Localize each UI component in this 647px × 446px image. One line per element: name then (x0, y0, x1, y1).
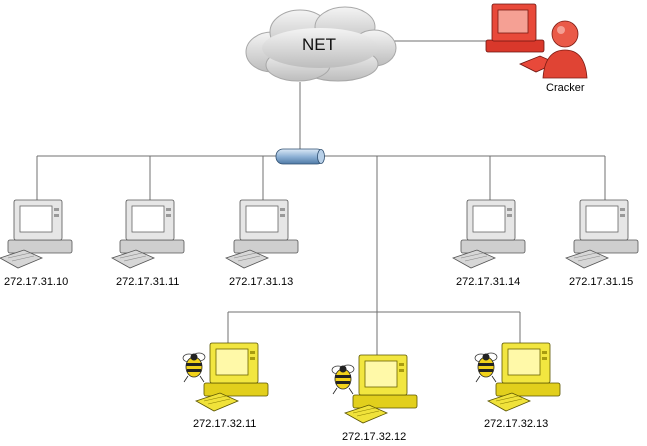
honeypot-computer-icon (487, 342, 561, 412)
honeybee-icon (474, 352, 498, 383)
host-ip-label: 272.17.31.15 (569, 276, 633, 288)
honeypot-ip-label: 272.17.32.13 (484, 418, 548, 430)
host-ip-label: 272.17.31.14 (456, 276, 520, 288)
honeypot-computer-icon (344, 354, 418, 424)
lan-host: 272.17.31.11 (111, 199, 185, 288)
computer-icon (565, 199, 639, 269)
host-ip-label: 272.17.31.10 (4, 276, 68, 288)
net-label: NET (302, 35, 336, 54)
internet-cloud: NET (245, 6, 397, 82)
computer-icon (0, 199, 73, 269)
honeybee-icon (182, 352, 206, 383)
cracker-computer-icon (485, 3, 557, 73)
computer-icon (111, 199, 185, 269)
cracker-user-icon (542, 20, 588, 79)
cracker-node: Cracker (485, 3, 588, 94)
honeybee-icon (331, 364, 355, 395)
host-ip-label: 272.17.31.13 (229, 276, 293, 288)
honeypot-host: 272.17.32.11 (182, 342, 269, 430)
cracker-label: Cracker (546, 82, 585, 94)
honeypot-host: 272.17.32.13 (474, 342, 561, 430)
computer-icon (225, 199, 299, 269)
lan-host: 272.17.31.10 (0, 199, 73, 288)
lan-host: 272.17.31.13 (225, 199, 299, 288)
computer-icon (452, 199, 526, 269)
hub-icon (275, 148, 325, 165)
hub-switch (275, 148, 325, 165)
honeypot-ip-label: 272.17.32.12 (342, 431, 406, 443)
network-links (36, 40, 606, 357)
honeypot-computer-icon (195, 342, 269, 412)
host-ip-label: 272.17.31.11 (116, 276, 179, 288)
honeypot-host: 272.17.32.12 (331, 354, 418, 443)
honeypot-ip-label: 272.17.32.11 (193, 418, 256, 430)
lan-host: 272.17.31.14 (452, 199, 526, 288)
lan-host: 272.17.31.15 (565, 199, 639, 288)
